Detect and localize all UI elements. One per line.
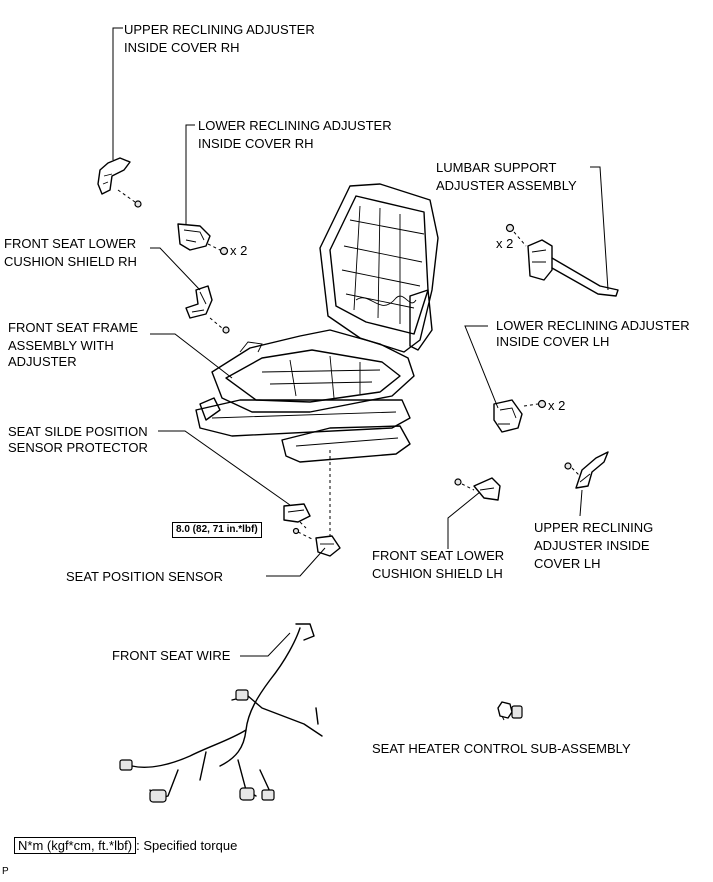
label-lumbar-line1: LUMBAR SUPPORT: [436, 160, 557, 175]
upper-reclining-cover-rh: [97, 157, 142, 208]
label-shield-lh-line2: CUSHION SHIELD LH: [372, 566, 503, 581]
legend-unit-box: N*m (kgf*cm, ft.*lbf): [14, 837, 137, 854]
lumbar-support-adjuster: [505, 223, 619, 297]
qty-lumbar: x 2: [496, 236, 514, 251]
label-protector-line1: SEAT SILDE POSITION: [8, 424, 148, 439]
label-shield-rh-line1: FRONT SEAT LOWER: [4, 236, 137, 251]
upper-reclining-cover-lh: [564, 451, 609, 489]
label-seat-heater: SEAT HEATER CONTROL SUB-ASSEMBLY: [372, 741, 631, 756]
torque-legend: N*m (kgf*cm, ft.*lbf): Specified torque: [14, 837, 238, 854]
label-lower-lh-line2: INSIDE COVER LH: [496, 334, 610, 349]
label-frame-line3: ADJUSTER: [8, 354, 77, 369]
label-frame-line1: FRONT SEAT FRAME: [8, 320, 139, 335]
legend-text: : Specified torque: [136, 838, 238, 853]
label-lower-lh-line1: LOWER RECLINING ADJUSTER: [496, 318, 690, 333]
label-upper-rh-line2: INSIDE COVER RH: [124, 40, 240, 55]
qty-lower-rh: x 2: [230, 243, 248, 258]
torque-spec-sensor: 8.0 (82, 71 in.*lbf): [172, 522, 262, 538]
label-seat-wire: FRONT SEAT WIRE: [112, 648, 231, 663]
label-frame-line2: ASSEMBLY WITH: [8, 338, 114, 353]
label-upper-lh-line1: UPPER RECLINING: [534, 520, 654, 535]
cushion-shield-lh: [454, 477, 501, 501]
label-lower-rh-line2: INSIDE COVER RH: [198, 136, 314, 151]
label-position-sensor: SEAT POSITION SENSOR: [66, 569, 223, 584]
lower-reclining-cover-rh: [177, 223, 229, 256]
leader-lines: [112, 27, 609, 657]
seat-heater-control: [497, 701, 523, 721]
label-lower-rh-line1: LOWER RECLINING ADJUSTER: [198, 118, 392, 133]
qty-lower-lh: x 2: [548, 398, 566, 413]
cushion-shield-rh: [185, 285, 230, 334]
label-protector-line2: SENSOR PROTECTOR: [8, 440, 148, 455]
sensor-protector: [283, 503, 311, 529]
seat-frame-assembly: [195, 183, 439, 463]
label-shield-rh-line2: CUSHION SHIELD RH: [4, 254, 137, 269]
label-upper-rh-line1: UPPER RECLINING ADJUSTER: [124, 22, 315, 37]
label-lumbar-line2: ADJUSTER ASSEMBLY: [436, 178, 577, 193]
label-upper-lh-line3: COVER LH: [534, 556, 601, 571]
seat-position-sensor: [292, 450, 341, 557]
label-shield-lh-line1: FRONT SEAT LOWER: [372, 548, 505, 563]
front-seat-wire-harness: [119, 623, 323, 803]
corner-mark: P: [2, 866, 9, 877]
lower-reclining-cover-lh: [493, 399, 547, 433]
label-upper-lh-line2: ADJUSTER INSIDE: [534, 538, 650, 553]
